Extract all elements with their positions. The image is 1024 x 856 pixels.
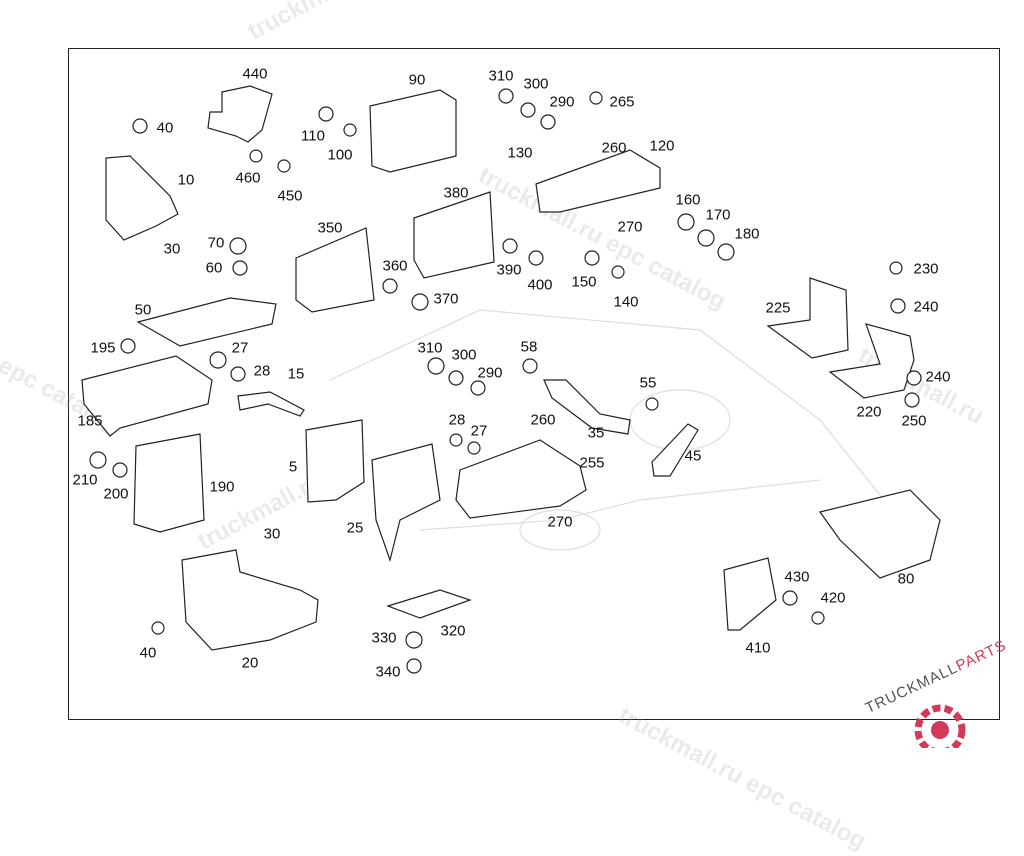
part-label[interactable]: 180 [734,225,760,243]
part-185 [81,355,213,437]
part-380 [413,191,495,279]
part-label[interactable]: 80 [897,570,915,588]
part-label[interactable]: 5 [288,458,298,476]
part-90 [369,89,457,173]
part-20 [181,549,319,651]
part-25 [371,443,441,563]
part-320 [386,589,472,619]
part-label[interactable]: 160 [675,191,701,209]
part-label[interactable]: 190 [209,478,235,496]
part-label[interactable]: 130 [507,144,533,162]
part-350 [295,227,375,313]
part-label[interactable]: 150 [571,273,597,291]
diagram-frame [68,48,1000,720]
part-410 [723,557,777,631]
part-label[interactable]: 310 [488,67,514,85]
part-label[interactable]: 110 [301,127,325,145]
part-label[interactable]: 300 [523,75,549,93]
part-label[interactable]: 460 [235,169,261,187]
part-label[interactable]: 15 [287,365,305,383]
part-label[interactable]: 450 [277,187,303,205]
part-label[interactable]: 27 [231,339,249,357]
part-15 [237,391,305,417]
part-label[interactable]: 255 [579,454,605,472]
part-45 [651,423,699,477]
part-label[interactable]: 30 [163,240,181,258]
part-label[interactable]: 260 [601,139,627,157]
part-label[interactable]: 225 [765,299,791,317]
part-label[interactable]: 270 [547,513,573,531]
part-label[interactable]: 28 [448,411,466,429]
part-label[interactable]: 230 [913,260,939,278]
part-label[interactable]: 320 [440,622,466,640]
part-label[interactable]: 140 [613,293,639,311]
part-label[interactable]: 27 [470,422,488,440]
part-label[interactable]: 240 [925,368,951,386]
part-label[interactable]: 200 [103,485,129,503]
part-label[interactable]: 390 [496,261,522,279]
part-label[interactable]: 300 [451,346,477,364]
part-label[interactable]: 310 [417,339,443,357]
part-190 [133,433,205,533]
part-225 [766,277,849,359]
part-label[interactable]: 400 [527,276,553,294]
part-label[interactable]: 210 [72,471,98,489]
part-35 [543,379,631,435]
part-label[interactable]: 290 [477,364,503,382]
part-120 [535,149,661,213]
part-label[interactable]: 170 [705,206,731,224]
part-label[interactable]: 60 [205,259,223,277]
part-255 [455,439,587,519]
part-label[interactable]: 340 [375,663,401,681]
fasteners [89,88,922,674]
part-label[interactable]: 220 [856,403,882,421]
parts-drawing [81,85,941,674]
part-label[interactable]: 30 [263,525,281,543]
part-label[interactable]: 195 [90,339,116,357]
part-label[interactable]: 10 [177,171,195,189]
part-label[interactable]: 240 [913,298,939,316]
part-440 [207,85,273,143]
part-label[interactable]: 90 [408,71,426,89]
part-label[interactable]: 50 [134,301,152,319]
part-80 [818,489,941,579]
part-label[interactable]: 350 [317,219,343,237]
part-5 [305,419,365,503]
part-label[interactable]: 100 [327,146,353,164]
part-label[interactable]: 260 [530,411,556,429]
part-label[interactable]: 430 [784,568,810,586]
part-10 [105,155,179,241]
part-50 [136,297,277,347]
part-label[interactable]: 70 [207,234,225,252]
part-label[interactable]: 360 [382,257,408,275]
part-label[interactable]: 25 [346,519,364,537]
truckmall-logo-icon [914,704,966,748]
part-label[interactable]: 380 [443,184,469,202]
part-label[interactable]: 330 [371,629,397,647]
part-label[interactable]: 250 [901,412,927,430]
part-label[interactable]: 55 [639,374,657,392]
part-label[interactable]: 290 [549,93,575,111]
part-label[interactable]: 265 [609,93,635,111]
part-label[interactable]: 420 [820,589,846,607]
part-label[interactable]: 35 [587,424,605,442]
part-220 [828,323,915,399]
part-label[interactable]: 120 [649,137,675,155]
part-label[interactable]: 185 [77,412,103,430]
part-label[interactable]: 40 [139,644,157,662]
part-label[interactable]: 58 [520,338,538,356]
part-label[interactable]: 20 [241,654,259,672]
part-label[interactable]: 370 [433,290,459,308]
part-label[interactable]: 45 [684,447,702,465]
exhaust-background [329,309,901,551]
part-label[interactable]: 40 [156,119,174,137]
part-label[interactable]: 270 [617,218,643,236]
part-label[interactable]: 410 [745,639,771,657]
part-label[interactable]: 28 [253,362,271,380]
part-label[interactable]: 440 [242,65,268,83]
